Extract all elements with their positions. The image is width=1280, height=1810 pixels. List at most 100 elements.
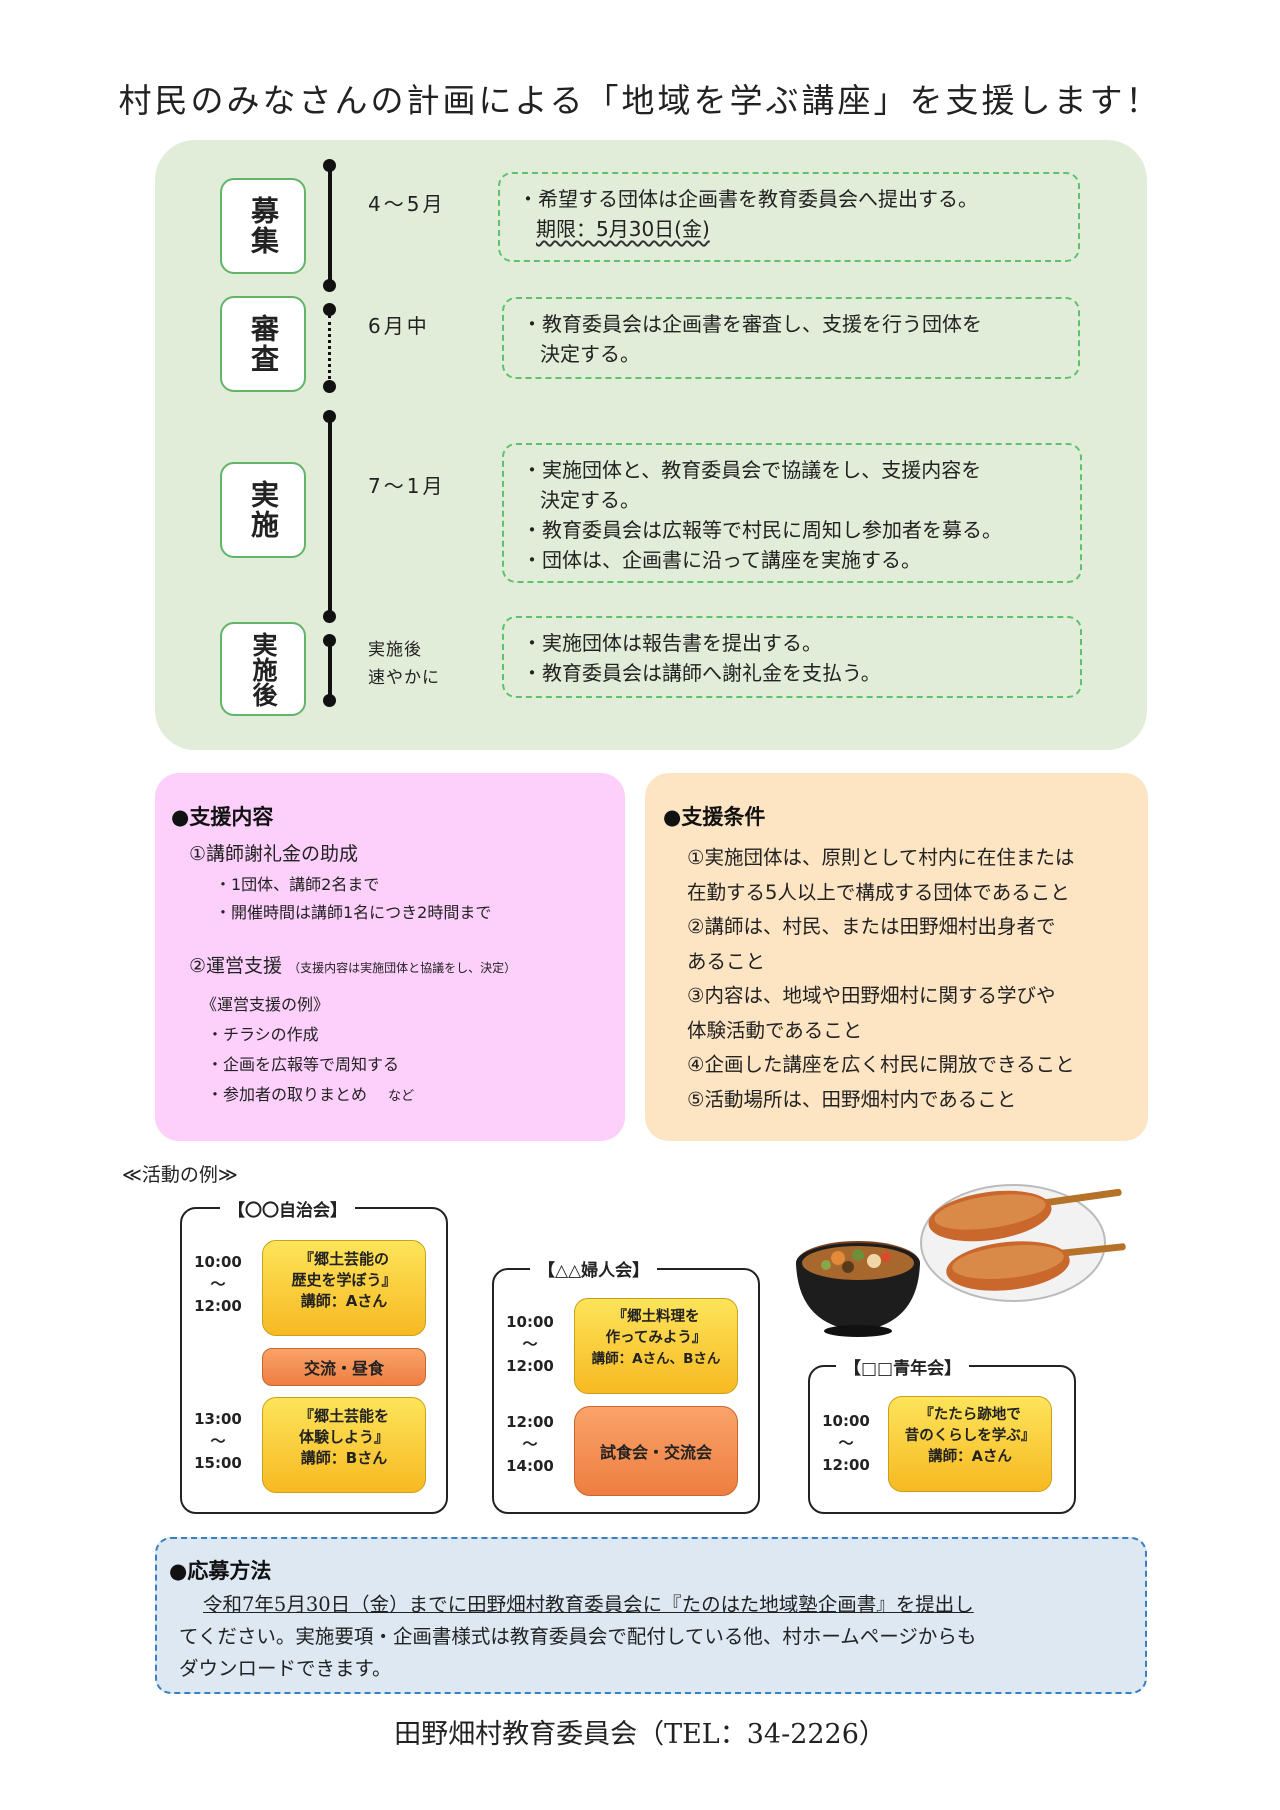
apply-line: 令和7年5月30日（金）までに田野畑村教育委員会に『たのはた地域塾企画書』を提出… bbox=[203, 1593, 974, 1616]
session-lecturer: 講師：Aさん、Bさん bbox=[591, 1351, 721, 1367]
soup-bowl-illustration bbox=[796, 1241, 920, 1337]
stage-label: 審査 bbox=[247, 314, 280, 374]
condition-line: ④企画した講座を広く村民に開放できること bbox=[687, 1053, 1075, 1076]
support-example: ・企画を広報等で周知する bbox=[207, 1055, 400, 1074]
apply-heading: ●応募方法 bbox=[169, 1559, 272, 1583]
time-start: 10:00 bbox=[506, 1313, 554, 1331]
support-subitem: ・開催時間は講師1名につき2時間まで bbox=[215, 903, 492, 922]
session-title: 歴史を学ぼう』 bbox=[291, 1271, 397, 1289]
application-method-box: ●応募方法 令和7年5月30日（金）までに田野畑村教育委員会に『たのはた地域塾企… bbox=[155, 1537, 1147, 1694]
condition-line: ③内容は、地域や田野畑村に関する学びや bbox=[687, 984, 1056, 1007]
conditions-heading: ●支援条件 bbox=[663, 805, 766, 829]
stage-description: ・希望する団体は企画書を教育委員会へ提出する。 期限：5月30日(金) bbox=[498, 172, 1080, 262]
support-example: ・チラシの作成 bbox=[207, 1025, 319, 1044]
support-item: ②運営支援 （支援内容は実施団体と協議をし、決定） bbox=[189, 951, 516, 978]
activity-examples-label: ≪活動の例≫ bbox=[122, 1164, 238, 1186]
time-start: 10:00 bbox=[194, 1253, 242, 1271]
page-title: 村民のみなさんの計画による「地域を学ぶ講座」を支援します！ bbox=[118, 81, 1162, 120]
timeline-dotted-line bbox=[328, 315, 331, 385]
timeline-line bbox=[328, 640, 332, 700]
schedule-panel bbox=[155, 140, 1147, 750]
stage-implement: 実施 bbox=[220, 462, 306, 558]
time-range: 10:00 〜 12:00 bbox=[500, 1311, 560, 1377]
time-start: 12:00 bbox=[506, 1413, 554, 1431]
time-range: 10:00 〜 12:00 bbox=[816, 1410, 876, 1476]
description-line: ・実施団体は報告書を提出する。 bbox=[522, 631, 822, 655]
condition-line: 在勤する5人以上で構成する団体であること bbox=[687, 880, 1070, 904]
time-range: 10:00 〜 12:00 bbox=[188, 1251, 248, 1317]
dango-skewers-illustration bbox=[920, 1184, 1126, 1302]
session-title: 『郷土料理を bbox=[612, 1309, 700, 1325]
timeline-dot bbox=[323, 303, 336, 316]
timeline-dot bbox=[323, 380, 336, 393]
timeline-dot bbox=[323, 694, 336, 707]
time-sep: 〜 bbox=[522, 1335, 538, 1353]
description-line: ・団体は、企画書に沿って講座を実施する。 bbox=[522, 548, 921, 572]
time-sep: 〜 bbox=[838, 1434, 854, 1452]
condition-line: 体験活動であること bbox=[687, 1018, 863, 1042]
activity-card-title: 【〇〇自治会】 bbox=[220, 1196, 355, 1221]
description-line: 決定する。 bbox=[540, 342, 640, 366]
session-title: 『郷土芸能の bbox=[298, 1250, 389, 1268]
session-title: 体験しよう』 bbox=[298, 1428, 389, 1446]
time-sep: 〜 bbox=[522, 1435, 538, 1453]
support-example: ・参加者の取りまとめ など bbox=[207, 1081, 414, 1105]
session-title: 昔のくらしを学ぶ』 bbox=[904, 1428, 1036, 1444]
support-note: （支援内容は実施団体と協議をし、決定） bbox=[288, 961, 517, 975]
time-start: 13:00 bbox=[194, 1410, 242, 1428]
session-box: 『郷土芸能の 歴史を学ぼう』 講師：Aさん bbox=[262, 1240, 426, 1336]
stage-description: ・実施団体と、教育委員会で協議をし、支援内容を 決定する。 ・教育委員会は広報等… bbox=[502, 443, 1082, 583]
period-line: 速やかに bbox=[368, 668, 440, 688]
period-line: 実施後 bbox=[368, 640, 422, 660]
session-title: 作ってみよう』 bbox=[605, 1330, 707, 1346]
time-range: 13:00 〜 15:00 bbox=[188, 1408, 248, 1474]
description-line: ・教育委員会は広報等で村民に周知し参加者を募る。 bbox=[522, 518, 1002, 542]
description-line: ・希望する団体は企画書を教育委員会へ提出する。 bbox=[518, 187, 978, 211]
tasting-box: 試食会・交流会 bbox=[574, 1406, 738, 1496]
timeline-line bbox=[328, 416, 332, 616]
condition-line: ⑤活動場所は、田野畑村内であること bbox=[687, 1087, 1017, 1111]
time-end: 15:00 bbox=[194, 1454, 242, 1472]
time-end: 12:00 bbox=[194, 1297, 242, 1315]
stage-review: 審査 bbox=[220, 296, 306, 392]
session-title: 『たたら跡地で bbox=[919, 1407, 1021, 1423]
apply-line: てください。実施要項・企画書様式は教育委員会で配付している他、村ホームページから… bbox=[179, 1625, 977, 1648]
time-end: 12:00 bbox=[822, 1456, 870, 1474]
description-line: ・教育委員会は企画書を審査し、支援を行う団体を bbox=[522, 312, 982, 336]
time-sep: 〜 bbox=[210, 1432, 226, 1450]
stage-period: 4〜5月 bbox=[368, 192, 446, 216]
stage-label: 実施後 bbox=[249, 631, 278, 707]
condition-line: あること bbox=[687, 949, 766, 973]
deadline-text: 期限：5月30日(金) bbox=[536, 217, 710, 241]
conditions-list: ①実施団体は、原則として村内に在住または 在勤する5人以上で構成する団体であるこ… bbox=[687, 841, 1075, 1117]
stage-recruit: 募集 bbox=[220, 178, 306, 274]
stage-label: 募集 bbox=[247, 196, 280, 256]
stage-description: ・実施団体は報告書を提出する。 ・教育委員会は講師へ謝礼金を支払う。 bbox=[502, 616, 1082, 698]
break-box: 交流・昼食 bbox=[262, 1348, 426, 1386]
time-sep: 〜 bbox=[210, 1275, 226, 1293]
session-lecturer: 講師：Aさん bbox=[300, 1292, 388, 1310]
description-line: ・教育委員会は講師へ謝礼金を支払う。 bbox=[522, 661, 881, 685]
timeline-dot bbox=[323, 159, 336, 172]
support-item: ①講師謝礼金の助成 bbox=[189, 843, 359, 865]
stage-period: 実施後 速やかに bbox=[368, 636, 440, 692]
time-end: 12:00 bbox=[506, 1357, 554, 1375]
session-title: 『郷土芸能を bbox=[298, 1407, 389, 1425]
support-examples-heading: 《運営支援の例》 bbox=[201, 995, 330, 1014]
session-lecturer: 講師：Bさん bbox=[300, 1449, 388, 1467]
support-conditions-box: ●支援条件 ①実施団体は、原則として村内に在住または 在勤する5人以上で構成する… bbox=[645, 773, 1148, 1141]
stage-period: 7〜1月 bbox=[368, 474, 446, 498]
description-line: ・実施団体と、教育委員会で協議をし、支援内容を bbox=[522, 458, 982, 482]
support-heading: ●支援内容 bbox=[171, 805, 274, 829]
activity-card-title: 【□□青年会】 bbox=[836, 1354, 970, 1379]
session-box: 『たたら跡地で 昔のくらしを学ぶ』 講師：Aさん bbox=[888, 1396, 1052, 1492]
session-box: 『郷土芸能を 体験しよう』 講師：Bさん bbox=[262, 1397, 426, 1493]
description-line: 決定する。 bbox=[540, 488, 640, 512]
condition-line: ②講師は、村民、または田野畑村出身者で bbox=[687, 915, 1056, 938]
stage-description: ・教育委員会は企画書を審査し、支援を行う団体を 決定する。 bbox=[502, 297, 1080, 379]
time-start: 10:00 bbox=[822, 1412, 870, 1430]
stage-label: 実施 bbox=[247, 480, 280, 540]
time-range: 12:00 〜 14:00 bbox=[500, 1411, 560, 1477]
session-lecturer: 講師：Aさん bbox=[928, 1449, 1012, 1465]
support-subitem: ・1団体、講師2名まで bbox=[215, 875, 380, 894]
